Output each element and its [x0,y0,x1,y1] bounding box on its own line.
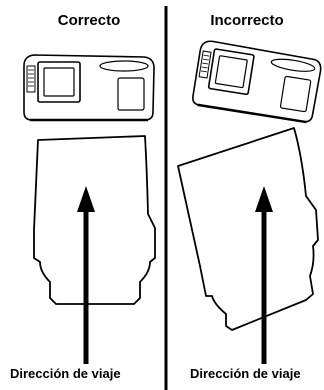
scanner-device-correct [23,54,155,122]
card-incorrect [177,127,319,331]
direction-arrow-incorrect [255,186,273,364]
direction-arrow-correct [77,186,95,364]
direction-caption-correct: Dirección de viaje [10,366,121,381]
direction-caption-incorrect: Dirección de viaje [190,366,301,381]
correct-heading: Correcto [57,12,121,29]
scanner-device-incorrect [192,40,322,124]
card-correct [33,135,156,305]
incorrect-heading: Incorrecto [210,12,284,29]
